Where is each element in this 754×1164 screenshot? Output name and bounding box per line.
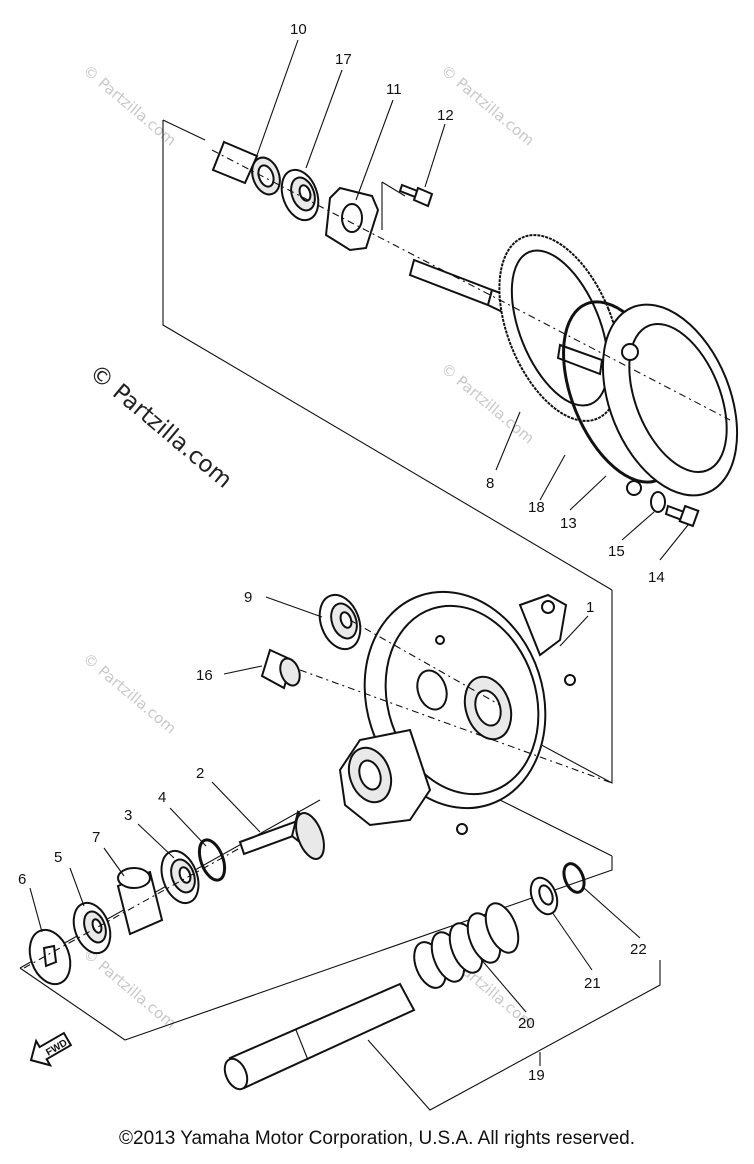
callout-10: 10 (290, 21, 307, 38)
part-9-bearing (318, 593, 362, 651)
part-3-bearing (160, 849, 200, 905)
callout-16: 16 (196, 667, 213, 684)
callout-8: 8 (486, 475, 494, 492)
callout-9: 9 (244, 589, 252, 606)
callout-1: 1 (586, 599, 594, 616)
callout-6: 6 (18, 871, 26, 888)
bracket-19 (367, 960, 661, 1111)
upper-assembly (162, 39, 739, 591)
watermark-main: © Partzilla.com (84, 360, 237, 494)
callout-18: 18 (528, 499, 545, 516)
callout-19: 19 (528, 1067, 545, 1084)
callout-11: 11 (386, 81, 402, 98)
watermark: © Partzilla.com (437, 359, 537, 447)
copyright-notice: ©2013 Yamaha Motor Corporation, U.S.A. A… (119, 1128, 635, 1149)
callout-4: 4 (158, 789, 166, 806)
part-2-pinion-gear (238, 810, 325, 860)
part-17-bearing (280, 168, 320, 222)
group-outline-upper (162, 120, 613, 591)
part-15-washer (650, 491, 666, 513)
forward-arrow-icon: FWD (29, 1031, 73, 1067)
callout-12: 12 (437, 107, 454, 124)
part-13-cover (601, 303, 739, 497)
part-1-housing (338, 590, 576, 835)
part-21-washer (529, 876, 559, 916)
fwd-label: FWD (44, 1038, 69, 1059)
callout-5: 5 (54, 849, 62, 866)
group-outline-upper-top (162, 119, 206, 141)
part-11-retainer (324, 186, 380, 252)
callout-2: 2 (196, 765, 204, 782)
part-6-nut (28, 928, 72, 986)
callout-3: 3 (124, 807, 132, 824)
callout-14: 14 (648, 569, 665, 586)
callout-13: 13 (560, 515, 577, 532)
part-4-circlip (197, 838, 227, 882)
group-outline-lower (19, 856, 613, 1041)
part-10-collar (211, 140, 281, 196)
callout-15: 15 (608, 543, 625, 560)
part-22-circlip (562, 862, 586, 894)
callout-20: 20 (518, 1015, 535, 1032)
callout-21: 21 (584, 975, 601, 992)
part-19-shaft (223, 982, 416, 1091)
callout-labels: 10 17 11 12 8 18 13 15 14 9 16 1 2 4 3 7… (18, 21, 665, 1084)
part-5-bearing (72, 901, 112, 955)
part-20-spring (413, 902, 520, 989)
watermark: © Partzilla.com (79, 649, 179, 737)
callout-7: 7 (92, 829, 100, 846)
watermark: © Partzilla.com (437, 61, 537, 149)
watermark: © Partzilla.com (79, 61, 179, 149)
part-12-bolt (398, 183, 434, 208)
part-7-spacer (116, 867, 164, 936)
part-8-shaft-gear (408, 234, 622, 422)
part-14-bolt (664, 504, 700, 528)
housing-assembly (223, 590, 613, 835)
callout-17: 17 (335, 51, 352, 68)
callout-22: 22 (630, 941, 647, 958)
lower-assembly (19, 781, 661, 1111)
part-16-bushing (260, 648, 301, 690)
